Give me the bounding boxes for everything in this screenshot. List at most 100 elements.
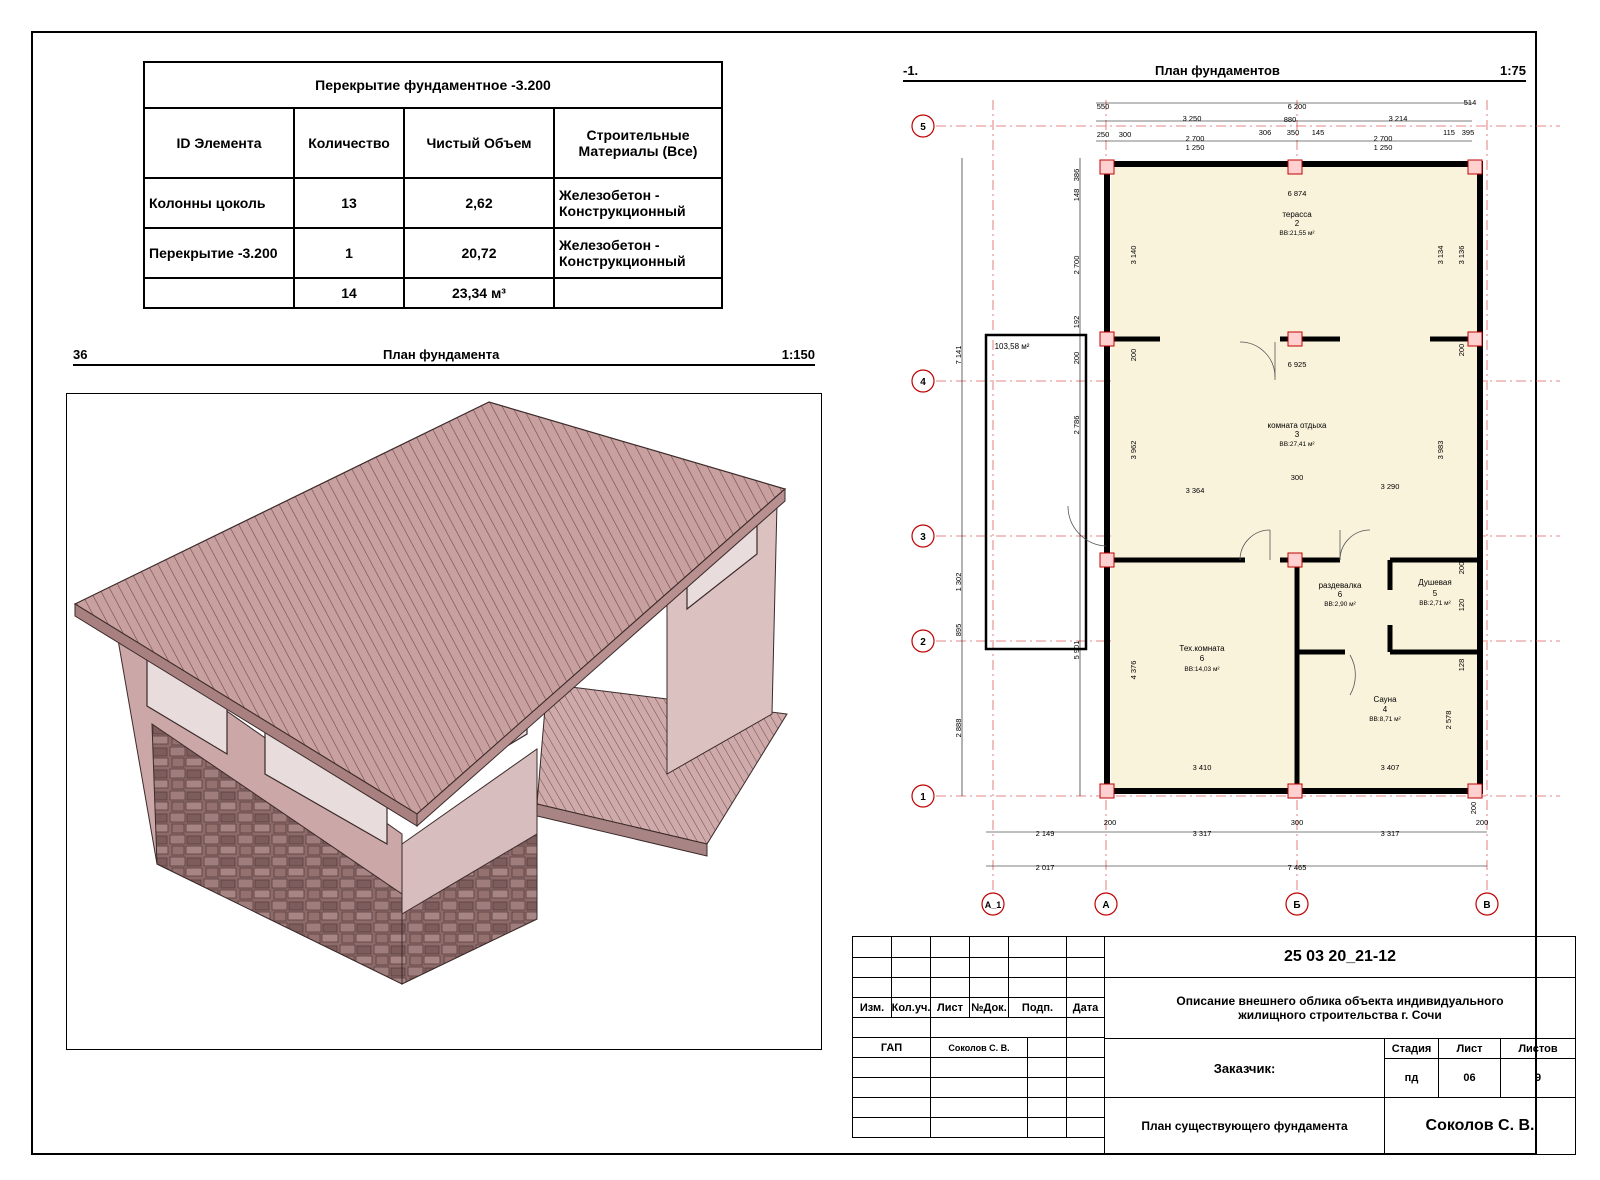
tb-grid-cell [1027, 1077, 1067, 1098]
dim-text: 2 149 [1036, 829, 1055, 838]
room-number: 2 [1295, 219, 1300, 228]
tb-sheet: 06 [1438, 1058, 1501, 1098]
cell-volume: 20,72 [403, 227, 555, 279]
cell-qty: 1 [293, 227, 405, 279]
grid-labels: 5 4 3 2 1 А_1 А Б В [920, 122, 1490, 911]
tb-col-header: №Док. [969, 997, 1009, 1018]
view-scale: 1:75 [1499, 63, 1526, 78]
tb-col-header: Лист [930, 997, 970, 1018]
dim-text: 200 [1469, 802, 1478, 815]
tb-grid-cell [930, 1057, 1028, 1078]
col-header-material: Строительные Материалы (Все) [553, 107, 723, 179]
view-number: 36 [73, 347, 88, 362]
tb-grid-cell [930, 1117, 1028, 1138]
grid-label-row: 1 [920, 792, 926, 803]
dim-text: 128 [1457, 659, 1466, 672]
dim-text: 2 578 [1444, 711, 1453, 730]
grid-bubbles [911, 114, 1499, 916]
col-header-volume: Чистый Объем [403, 107, 555, 179]
dim-text: 3 134 [1436, 246, 1445, 265]
dim-text: 2 786 [1072, 416, 1081, 435]
tb-col-header: Дата [1066, 997, 1105, 1018]
dim-text: 7 141 [954, 346, 963, 365]
dim-text: 350 [1287, 128, 1300, 137]
dim-text: 300 [1291, 473, 1304, 482]
grid-label-row: 2 [920, 637, 926, 648]
drawing-frame [31, 31, 1537, 1155]
room-area: ВВ:14,03 м² [1184, 666, 1220, 673]
dim-text: 300 [1291, 818, 1304, 827]
dim-text: 3 410 [1193, 763, 1212, 772]
dim-text: 120 [1457, 599, 1466, 612]
tb-grid-cell [1008, 936, 1067, 958]
tb-grid-cell [930, 977, 970, 998]
dim-text: 2 700 [1072, 256, 1081, 275]
tb-col-header: Кол.уч. [891, 997, 931, 1018]
tb-grid-cell [1066, 957, 1105, 978]
tb-sheets-label: Листов [1500, 1038, 1576, 1059]
dim-text: 145 [1312, 128, 1325, 137]
grid-label-row: 3 [920, 532, 926, 543]
view-name: План фундаментов [1155, 63, 1280, 78]
view-name: План фундамента [383, 347, 500, 362]
tb-grid-cell [1066, 1037, 1105, 1058]
tb-grid-cell [852, 957, 892, 978]
grid-label-col: А_1 [985, 900, 1002, 910]
grid-label-col: А [1102, 900, 1109, 911]
cell-id: Перекрытие -3.200 [143, 227, 295, 279]
columns [1099, 159, 1483, 799]
tb-grid-cell [1066, 1097, 1105, 1118]
room-number: 6 [1200, 654, 1205, 663]
tb-grid-cell [930, 1097, 1028, 1118]
room-number: 6 [1338, 590, 1343, 599]
tb-grid-cell [891, 977, 931, 998]
tb-stage: пд [1384, 1058, 1439, 1098]
grid-label-row: 5 [920, 122, 926, 133]
tb-grid-cell [852, 1057, 931, 1078]
dim-text: 514 [1464, 98, 1477, 107]
dim-text: 3 290 [1381, 482, 1400, 491]
tb-grid-cell [930, 957, 970, 978]
tb-sheet-label: Лист [1438, 1038, 1501, 1059]
tb-grid-cell [852, 977, 892, 998]
tb-grid-cell [930, 936, 970, 958]
dim-text: 4 376 [1129, 661, 1138, 680]
room-number: 5 [1433, 589, 1438, 598]
tb-grid-cell [891, 936, 931, 958]
room-area: ВВ:2,71 м² [1419, 600, 1451, 607]
schedule-title: Перекрытие фундаментное -3.200 [143, 61, 723, 109]
tb-grid-cell [1066, 1077, 1105, 1098]
dim-text: 880 [1284, 115, 1297, 124]
cell-material: Железобетон - Конструкционный [553, 227, 723, 279]
dim-text: 3 983 [1436, 441, 1445, 460]
view-title-3d: 36 План фундамента 1:150 [73, 344, 815, 366]
tb-stage-label: Стадия [1384, 1038, 1439, 1059]
dim-text: 3 214 [1389, 114, 1408, 123]
total-qty: 14 [293, 277, 405, 309]
view-title-plan: -1. План фундаментов 1:75 [903, 60, 1526, 82]
tb-grid-cell [969, 936, 1009, 958]
dim-text: 5 901 [1072, 641, 1081, 660]
tb-author: Соколов С. В. [1384, 1097, 1576, 1155]
dim-text: 200 [1457, 562, 1466, 575]
dim-text: 148 [1072, 189, 1081, 202]
outside-area-label: 103,58 м² [995, 342, 1030, 351]
room-area: ВВ:8,71 м² [1369, 716, 1401, 723]
dim-text: 1 302 [954, 573, 963, 592]
tb-grid-cell [969, 957, 1009, 978]
tb-grid-cell [852, 936, 892, 958]
tb-grid-cell [1066, 1117, 1105, 1138]
tb-grid-cell [852, 1117, 931, 1138]
building-3d-illustration [73, 401, 788, 985]
tb-grid-cell [1008, 977, 1067, 998]
tb-grid-cell [1066, 936, 1105, 958]
room-name: Душевая [1418, 578, 1451, 587]
cell-volume: 2,62 [403, 177, 555, 229]
room-number: 4 [1383, 705, 1388, 714]
view-number: -1. [903, 63, 919, 78]
tb-grid-cell [891, 957, 931, 978]
view-scale: 1:150 [781, 347, 815, 362]
title-block: Изм. Кол.уч. Лист №Док. Подп. Дата ГАП С… [852, 936, 1576, 1155]
dim-text: 200 [1476, 818, 1489, 827]
dim-text: 192 [1072, 316, 1081, 329]
